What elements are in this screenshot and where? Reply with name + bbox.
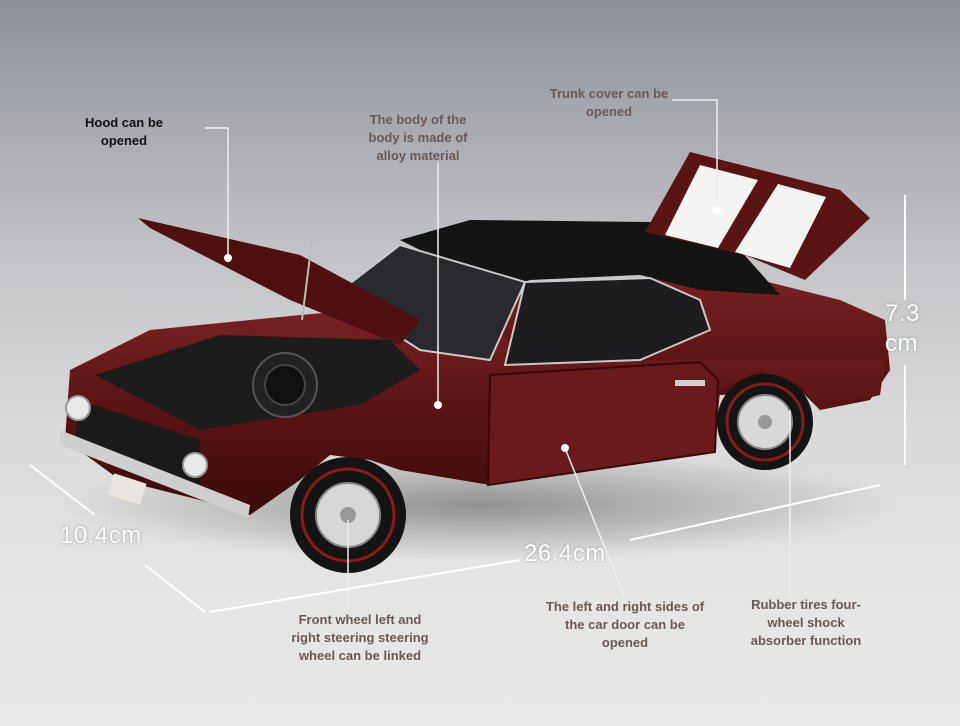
callout-body-material: The body of the body is made of alloy ma…	[368, 112, 468, 163]
callout-trunk: Trunk cover can be opened	[549, 86, 669, 119]
license-plate	[107, 473, 147, 505]
side-window	[503, 276, 712, 367]
open-hood	[138, 218, 420, 345]
door-handle	[675, 380, 705, 386]
callout-lines	[205, 99, 791, 610]
callout-tires: Rubber tires four-wheel shock absorber f…	[750, 597, 862, 648]
trunk-stripe-1	[665, 165, 758, 248]
callout-hood: Hood can be opened	[84, 115, 163, 148]
callout-front-wheel: Front wheel left and right steering stee…	[291, 612, 429, 663]
open-door	[486, 360, 720, 487]
callout-dots	[224, 206, 721, 452]
callout-door: The left and right sides of the car door…	[545, 599, 705, 650]
trunk-stripe-2	[735, 184, 826, 268]
windshield	[333, 243, 527, 362]
hood-prop	[301, 239, 313, 321]
dimension-width-label: 10.4cm	[60, 522, 142, 549]
dimension-height-unit: cm	[885, 330, 918, 357]
dimension-lines	[29, 195, 906, 613]
rear-wheel	[717, 374, 813, 470]
front-bumper	[60, 430, 250, 518]
left-headlight	[65, 395, 91, 421]
right-headlight	[182, 452, 208, 478]
dimension-height-value: 7.3	[885, 300, 920, 327]
front-wheel	[290, 457, 406, 573]
dimension-length-label: 26.4cm	[524, 540, 606, 567]
grille	[75, 400, 200, 490]
